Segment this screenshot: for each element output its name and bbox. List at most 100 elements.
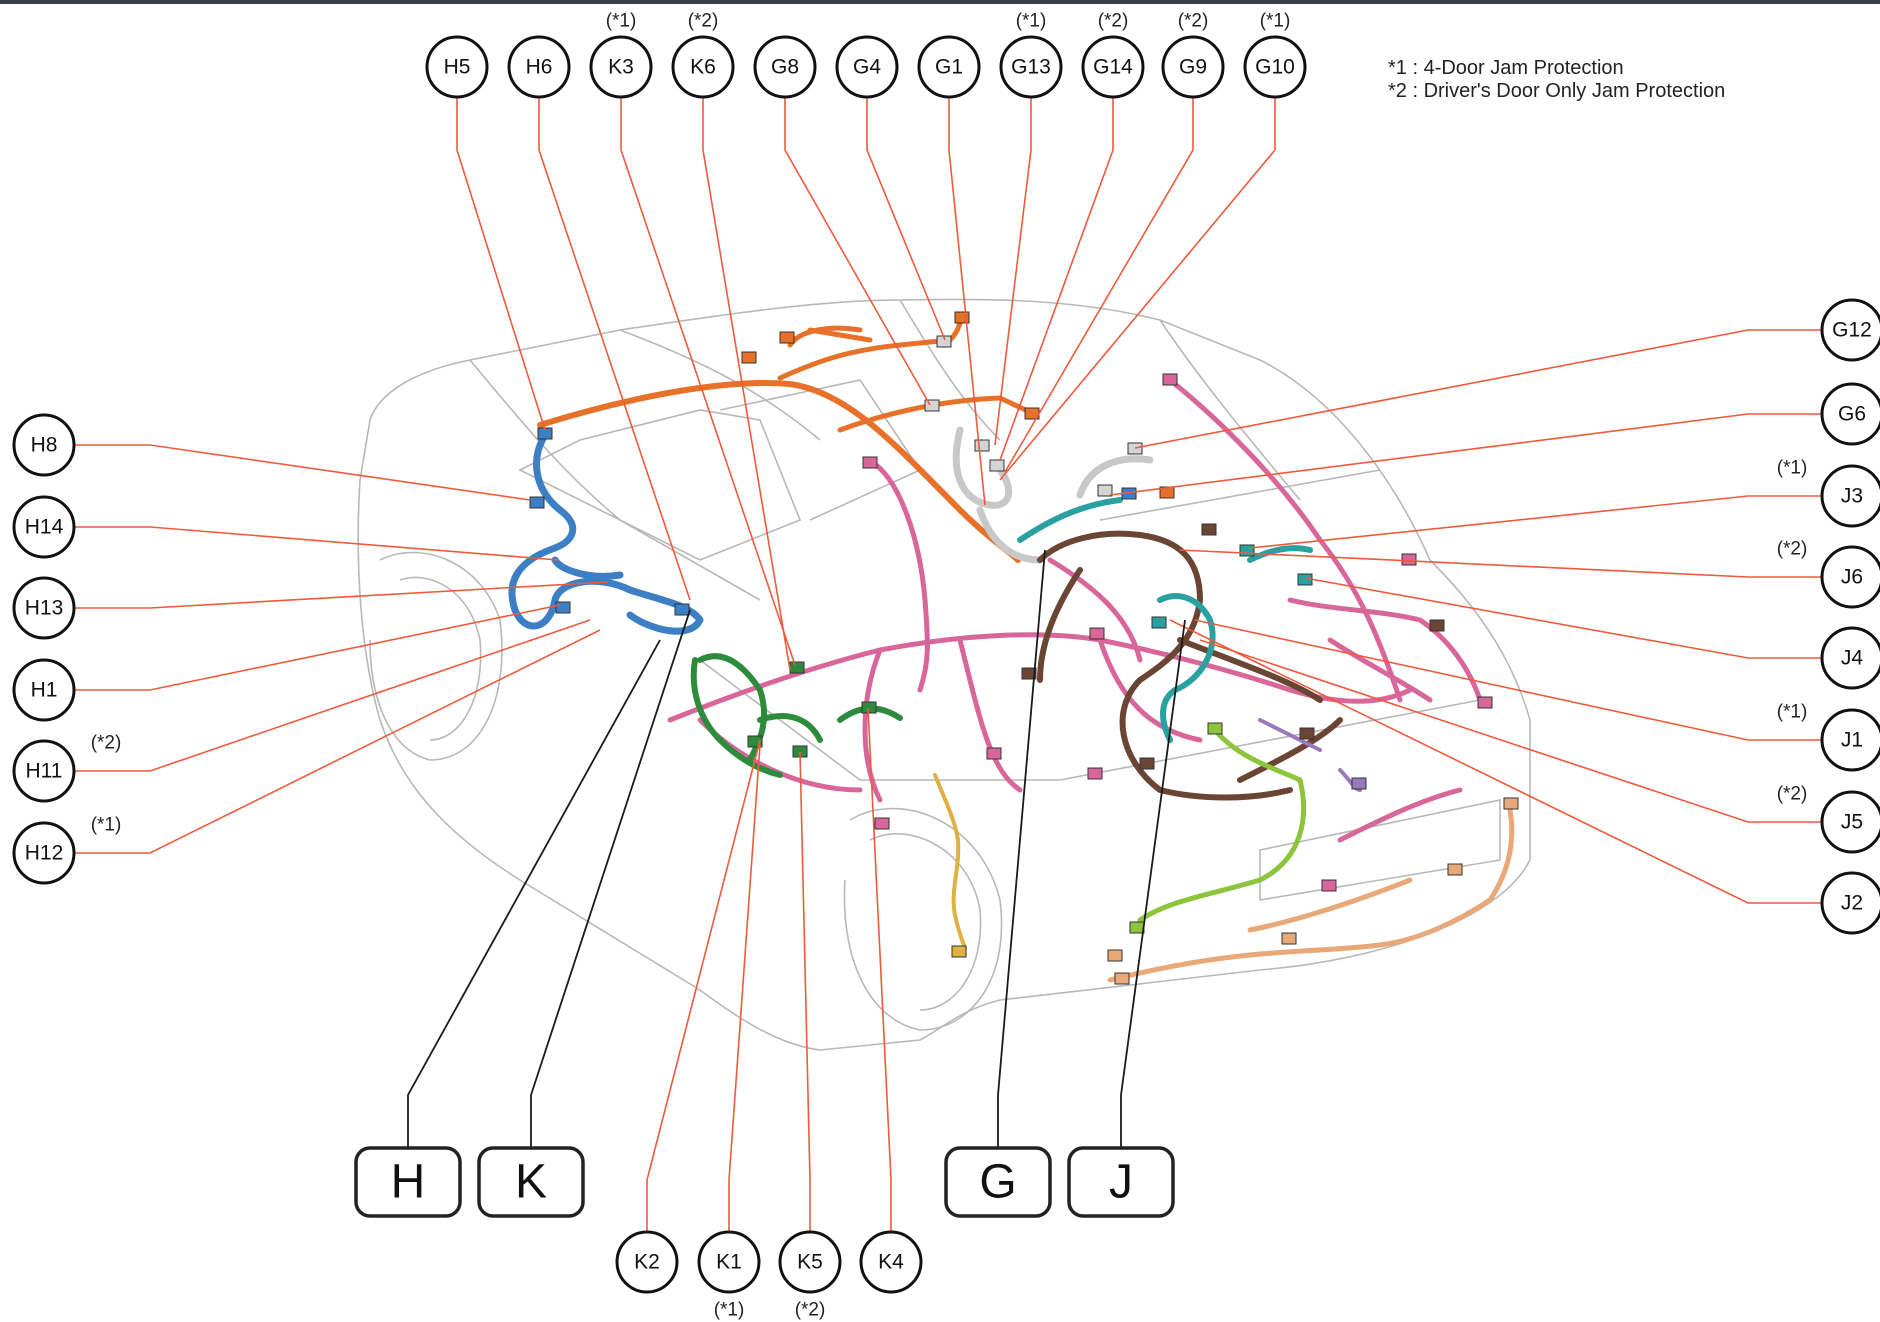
harness-yellow: [933, 773, 967, 950]
callout-label: G8: [771, 56, 799, 79]
connector-block-brown: [1021, 667, 1037, 680]
connector-block-teal: [1151, 616, 1167, 629]
connector-callout-h11: H11 (*2): [12, 733, 122, 803]
connector-block-pink: [862, 456, 878, 469]
connector-callout-k6: K6(*2): [671, 11, 735, 99]
leader-line: [74, 581, 609, 609]
callout-circle: [1820, 790, 1880, 854]
callout-note: (*2): [91, 733, 122, 754]
harness-group-h: H: [354, 1146, 462, 1218]
harness-orange-top: [787, 325, 873, 348]
leader-line: [74, 604, 561, 691]
connector-block-gray: [1097, 484, 1113, 497]
connector-callout-j5: J5(*2): [1777, 784, 1880, 854]
leader-line: [74, 619, 591, 772]
legend: *1 : 4-Door Jam Protection *2 : Driver's…: [1388, 57, 1725, 102]
leader-line: [1194, 619, 1822, 741]
connector-block-green: [861, 701, 877, 714]
callout-leader-lines: [74, 97, 1822, 1232]
connector-callout-g9: G9(*2): [1161, 11, 1225, 99]
callout-label: H14: [25, 516, 64, 539]
connector-block-orange: [779, 331, 795, 344]
connector-block-pink: [1087, 767, 1103, 780]
leader-line: [1109, 413, 1822, 496]
callout-note: (*1): [91, 815, 122, 836]
connector-block-lime: [1129, 921, 1145, 934]
connector-block-gray: [989, 459, 1005, 472]
callout-circle: [589, 35, 653, 99]
harness-tan: [1107, 807, 1515, 983]
harness-orange: [537, 380, 1021, 563]
callout-label: H5: [444, 56, 471, 79]
connector-callout-g10: G10 (*1): [1243, 11, 1307, 99]
leader-line: [728, 744, 761, 1232]
connector-block-teal: [1239, 544, 1255, 557]
group-label: H: [391, 1156, 426, 1209]
connector-block-gray: [974, 439, 990, 452]
callout-note: (*1): [1777, 458, 1808, 479]
connector-block-orange: [954, 311, 970, 324]
callout-label: H1: [31, 679, 58, 702]
connector-block-pink: [1401, 553, 1417, 566]
leader-line: [994, 97, 1032, 446]
harness-orange-branch: [777, 315, 1033, 433]
callout-label: J2: [1841, 892, 1863, 915]
callout-circle: [1820, 708, 1880, 772]
callout-label: G10: [1255, 56, 1295, 79]
callout-label: J1: [1841, 729, 1863, 752]
callout-note: (*1): [1777, 702, 1808, 723]
callout-circle: [1820, 464, 1880, 528]
callout-note: (*2): [1178, 11, 1209, 32]
callout-circle: [835, 35, 899, 99]
callout-circle: [1820, 382, 1880, 446]
connector-callout-h5: H5: [425, 35, 489, 99]
leader-line: [1169, 619, 1822, 904]
callout-label: H12: [25, 842, 64, 865]
connector-block-pink: [1477, 696, 1493, 709]
callout-circle: [12, 658, 76, 722]
callout-circle: [1820, 545, 1880, 609]
harness-lime: [1137, 727, 1307, 933]
connector-block-yellow: [951, 945, 967, 958]
callout-label: K1: [716, 1251, 742, 1274]
callout-circle: [697, 1230, 761, 1294]
group-leader-line: [997, 549, 1046, 1148]
callout-label: J5: [1841, 811, 1863, 834]
callout-label: K6: [690, 56, 716, 79]
connector-callout-g14: G14(*2): [1081, 11, 1145, 99]
leader-line: [702, 97, 791, 671]
connector-callout-h8: H8: [12, 413, 76, 477]
callout-circle: [859, 1230, 923, 1294]
connector-callout-g1: G1: [917, 35, 981, 99]
callout-label: G12: [1832, 319, 1872, 342]
connector-callout-g4: G4: [835, 35, 899, 99]
connector-block-tan: [1447, 863, 1463, 876]
leader-line: [74, 444, 531, 501]
callout-label: J4: [1841, 647, 1864, 670]
callout-label: H6: [526, 56, 553, 79]
callout-circle: [778, 1230, 842, 1294]
callout-circle: [671, 35, 735, 99]
leader-line: [948, 97, 986, 506]
connector-callout-g8: G8: [753, 35, 817, 99]
connector-callout-k1: K1(*1): [697, 1230, 761, 1321]
connector-block-pink: [874, 817, 890, 830]
connector-block-green: [747, 735, 763, 748]
group-box: [354, 1146, 462, 1218]
callout-label: G14: [1093, 56, 1133, 79]
connector-callout-h6: H6: [507, 35, 571, 99]
group-label: J: [1109, 1156, 1133, 1209]
group-leader-line: [407, 639, 661, 1148]
connector-callout-g13: G13(*1): [999, 11, 1063, 99]
group-box: [477, 1146, 585, 1218]
callout-circle: [12, 495, 76, 559]
harness-blue: [508, 431, 704, 635]
connector-block-green: [789, 661, 805, 674]
connector-callout-h13: H13: [12, 576, 76, 640]
leader-line: [1304, 577, 1822, 659]
group-leader-line: [530, 609, 691, 1148]
callout-label: H11: [26, 760, 63, 783]
connector-callout-k4: K4: [859, 1230, 923, 1294]
callout-note: (*1): [1260, 11, 1291, 32]
